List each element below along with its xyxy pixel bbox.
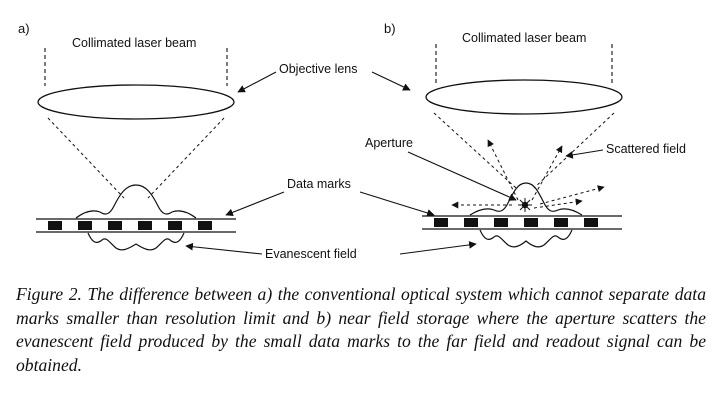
- data-marks-arrow-right: [359, 191, 435, 217]
- data-mark: [464, 218, 478, 227]
- data-mark: [494, 218, 508, 227]
- panel-b-lens: [425, 79, 623, 115]
- panel-a-medium: [36, 218, 236, 233]
- panel-b-evanescent-wave: [479, 229, 573, 248]
- figure-caption: Figure 2. The difference between a) the …: [16, 284, 706, 375]
- panel-b-medium: [422, 215, 622, 230]
- panel-a: Collimated laser beam: [36, 36, 236, 251]
- data-mark: [48, 221, 62, 230]
- data-mark: [524, 218, 538, 227]
- panel-b-letter: b): [384, 21, 396, 36]
- aperture-arrow: [407, 151, 517, 201]
- scattered-field-label: Scattered field: [606, 142, 686, 156]
- objective-lens-label: Objective lens: [279, 62, 358, 76]
- objective-lens-arrow-left: [237, 71, 277, 93]
- data-mark: [78, 221, 92, 230]
- panel-a-focus-wave: [75, 184, 197, 219]
- panel-a-lens: [37, 84, 235, 120]
- panel-b: Collimated laser beam: [422, 31, 623, 248]
- panel-b-cone-left: [433, 112, 517, 189]
- panel-b-beam-label: Collimated laser beam: [462, 31, 586, 45]
- data-mark: [434, 218, 448, 227]
- evanescent-field-arrow-right: [399, 241, 477, 255]
- objective-lens-arrow-right: [371, 71, 411, 91]
- data-mark: [198, 221, 212, 230]
- panel-a-letter: a): [18, 21, 30, 36]
- figure-diagram: a) b) Collimated laser beam Collimated l…: [18, 21, 686, 261]
- panel-a-beam-label: Collimated laser beam: [72, 36, 196, 50]
- data-mark: [108, 221, 122, 230]
- panel-a-evanescent-wave: [87, 232, 185, 251]
- aperture-label: Aperture: [365, 136, 413, 150]
- data-marks-arrow-left: [225, 191, 285, 217]
- data-mark: [168, 221, 182, 230]
- data-mark: [138, 221, 152, 230]
- data-marks-label: Data marks: [287, 177, 351, 191]
- data-mark: [554, 218, 568, 227]
- panel-a-cone-left: [47, 117, 125, 199]
- data-mark: [584, 218, 598, 227]
- panel-b-cone-right: [533, 112, 615, 189]
- panel-b-focus-wave: [469, 182, 583, 216]
- scattered-field-arrow: [565, 149, 604, 159]
- evanescent-field-label: Evanescent field: [265, 247, 357, 261]
- evanescent-field-arrow-left: [185, 242, 263, 255]
- scattered-field-arrows: [451, 139, 605, 209]
- aperture-starburst-icon: [518, 198, 532, 212]
- panel-a-cone-right: [147, 117, 225, 199]
